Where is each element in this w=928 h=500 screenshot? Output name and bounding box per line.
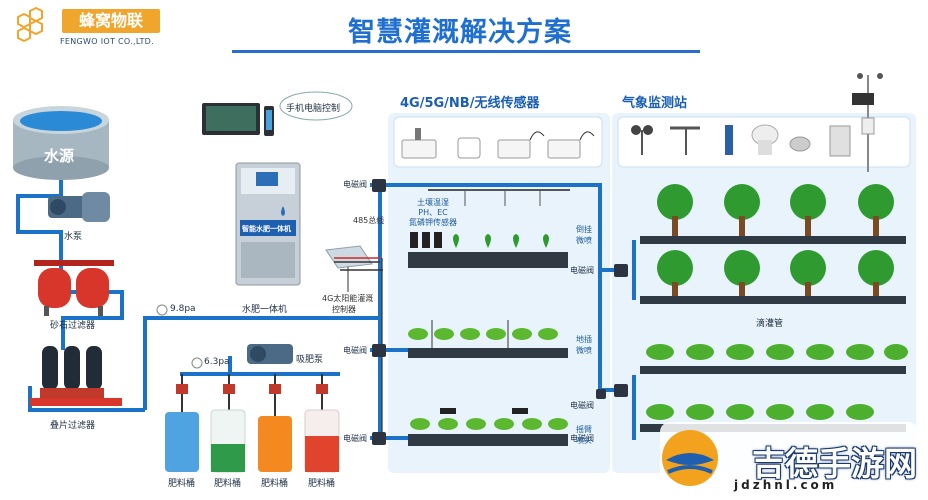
weather-station-tower-icon <box>852 73 883 172</box>
fertilizer-lines <box>181 374 323 420</box>
water-pump-label: 水泵 <box>64 232 83 242</box>
water-tank-icon <box>13 106 109 180</box>
ground-mist-label-1: 地插 <box>576 335 592 344</box>
solar-controller-label-1: 4G太阳能灌溉 <box>322 294 374 303</box>
sensor-devices <box>401 128 595 159</box>
sand-filter-label: 砂石过滤器 <box>50 321 96 331</box>
suction-pump-icon <box>247 344 293 364</box>
suction-pump-label: 吸肥泵 <box>296 355 324 365</box>
brand-name: 蜂窝物联 <box>62 9 160 33</box>
solenoid-valve-label-6: 电磁阀 <box>570 434 594 443</box>
machine-panel-text: 智能水肥一体机 <box>242 225 291 233</box>
solar-controller-label-2: 控制器 <box>332 305 356 314</box>
bucket-label-3: 肥料桶 <box>261 479 289 489</box>
rs485-label: 485总线 <box>353 216 385 225</box>
brand-subtitle: FENGWO IOT CO.,LTD. <box>60 37 154 46</box>
solenoid-valve-label-1: 电磁阀 <box>343 180 367 189</box>
rocker-label-1: 摇臂 <box>576 425 592 434</box>
watermark-text: 吉德手游网 <box>752 444 917 483</box>
soil-sensor-label-2: PH、EC <box>418 208 448 217</box>
weather-section-title: 气象监测站 <box>622 96 688 111</box>
rocker-label-2: 喷头 <box>576 436 592 445</box>
water-source-label: 水源 <box>44 147 75 165</box>
cloud-icon <box>279 91 353 121</box>
ground-mist-label-2: 微喷 <box>576 346 592 355</box>
fertilizer-buckets <box>165 409 340 473</box>
logo-icon <box>17 6 43 43</box>
drip-pipe-label: 滴灌管 <box>756 319 784 329</box>
solenoid-valve-label-5: 电磁阀 <box>570 401 594 410</box>
weather-devices <box>631 124 851 157</box>
hanging-mist-row <box>408 189 570 268</box>
page-title: 智慧灌溉解决方案 <box>348 17 572 48</box>
bucket-label-4: 肥料桶 <box>308 479 336 489</box>
watermark-logo-icon <box>660 422 918 496</box>
fert-pressure-value: 6.3pa <box>204 357 230 367</box>
bucket-label-2: 肥料桶 <box>214 479 242 489</box>
hanging-mist-label-2: 微喷 <box>576 236 592 245</box>
water-pump-icon <box>48 192 110 222</box>
sensor-panel <box>388 113 610 473</box>
solenoid-valve-label-3: 电磁阀 <box>343 434 367 443</box>
fertilizer-valves <box>176 384 328 394</box>
bucket-label-1: 肥料桶 <box>168 479 196 489</box>
main-pressure-value: 9.8pa <box>170 304 196 314</box>
solenoid-valves <box>372 179 628 445</box>
solenoid-valve-label-4: 电磁阀 <box>570 266 594 275</box>
hanging-mist-label-1: 倒挂 <box>576 225 592 234</box>
solar-controller-icon <box>325 245 383 440</box>
watermark-url: jdzhnl.com <box>734 478 838 492</box>
phone-computer-icon <box>202 103 274 136</box>
title-underline <box>232 50 700 53</box>
soil-sensor-label-1: 土壤温湿 <box>417 198 449 207</box>
rocker-sprinkler-row <box>408 408 568 446</box>
disc-filter-icon <box>30 346 122 406</box>
disc-filter-label: 叠片过滤器 <box>50 421 96 431</box>
drip-trees <box>640 184 906 304</box>
pressure-gauge-icon <box>191 357 203 369</box>
soil-sensor-label-3: 氮磷钾传感器 <box>409 218 457 227</box>
solenoid-valve-label-2: 电磁阀 <box>343 346 367 355</box>
phone-control-label: 手机电脑控制 <box>286 104 341 114</box>
fertigation-machine-icon <box>235 162 301 286</box>
sensors-section-title: 4G/5G/NB/无线传感器 <box>400 96 540 111</box>
ground-mist-row <box>408 320 568 358</box>
fertigation-machine-label: 水肥一体机 <box>242 305 288 315</box>
sand-filter-icon <box>34 260 114 316</box>
pressure-gauge-icon <box>156 304 168 316</box>
